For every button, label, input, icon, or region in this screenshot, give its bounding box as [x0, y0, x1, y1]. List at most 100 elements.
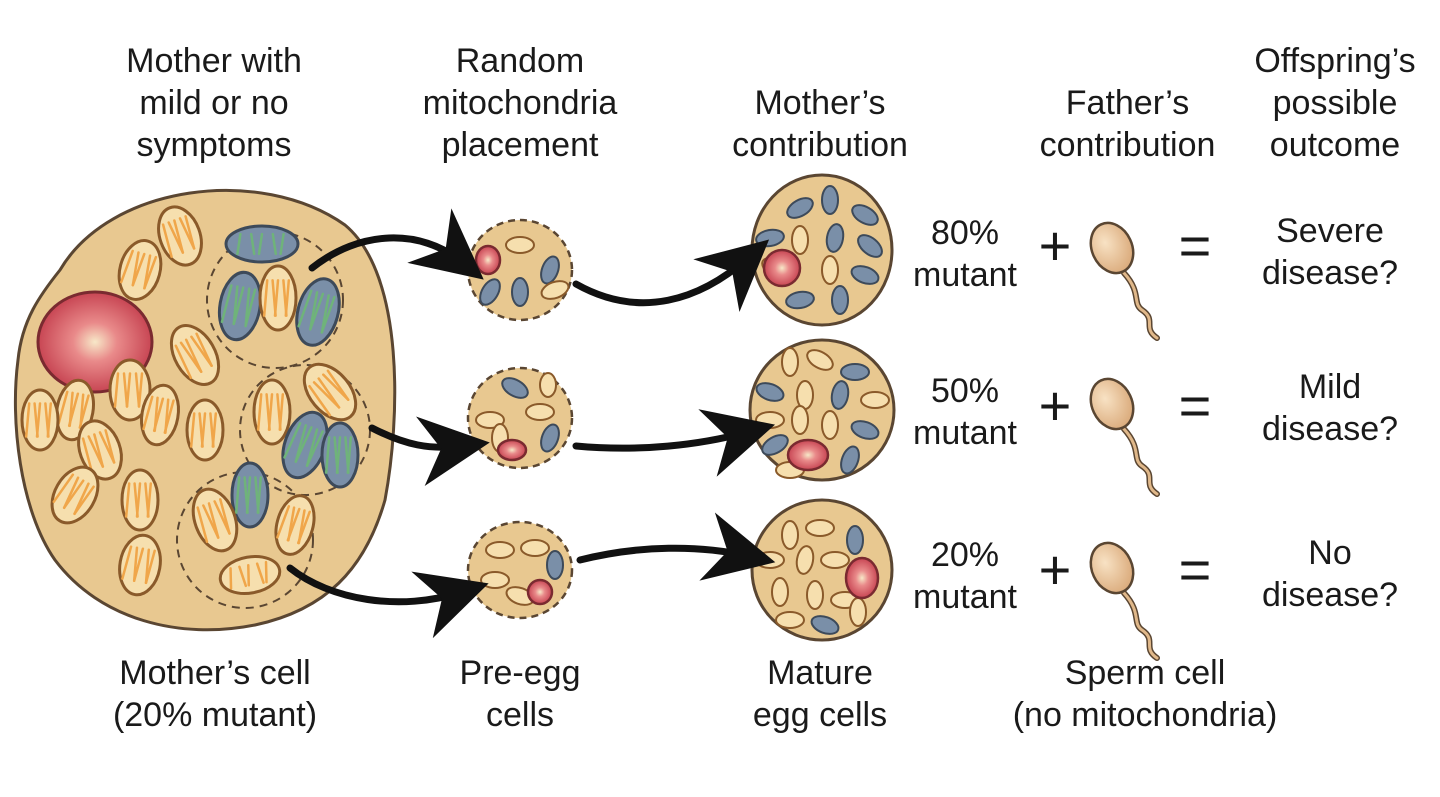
- healthy-mitochondrion: [849, 597, 867, 627]
- row-2-outcome: Mild disease?: [1261, 368, 1399, 448]
- healthy-mitochondrion: [791, 405, 809, 435]
- footer-pre-egg-cells: Pre-egg cells: [459, 654, 581, 734]
- row-1-mutant-percent: 80% mutant: [913, 214, 1017, 294]
- mutant-mitochondrion: [840, 363, 870, 381]
- healthy-mitochondrion: [755, 411, 785, 429]
- healthy-mitochondrion: [781, 347, 799, 377]
- healthy-mitochondrion: [185, 398, 225, 462]
- arrow-pre-to-mature-3: [576, 512, 776, 581]
- mutant-mitochondrion: [831, 285, 849, 315]
- healthy-mitochondrion: [485, 541, 515, 559]
- sperm-cell-2: [1089, 377, 1160, 497]
- arrow-mother-to-pre-3: [286, 564, 489, 639]
- healthy-mitochondrion: [50, 465, 100, 525]
- header-fathers-contribution: Father’s contribution: [1039, 84, 1216, 164]
- mutant-mitochondrion: [295, 277, 341, 347]
- nucleus: [474, 244, 502, 276]
- header-random-placement: Random mitochondria placement: [422, 42, 618, 164]
- mutant-mitochondrion: [851, 204, 879, 226]
- healthy-mitochondrion: [821, 255, 839, 285]
- healthy-mitochondrion: [20, 388, 60, 452]
- mutant-mitochondrion: [546, 550, 564, 580]
- arrow-pre-to-mature-2: [572, 409, 776, 477]
- mother-cell: [13, 189, 397, 632]
- mature-egg-cell-1: [750, 173, 894, 327]
- mutant-mitochondrion: [540, 255, 560, 285]
- mutant-mitochondrion: [217, 270, 263, 342]
- healthy-mitochondrion: [274, 494, 316, 556]
- healthy-mitochondrion: [252, 378, 292, 446]
- mutant-mitochondrion: [755, 382, 785, 402]
- sperm-cell-3: [1089, 541, 1160, 661]
- mutant-mitochondrion: [846, 525, 864, 555]
- healthy-mitochondrion: [520, 539, 550, 557]
- row-1-plus-sign: +: [1038, 214, 1072, 277]
- healthy-mitochondrion: [795, 545, 815, 575]
- row-1-equals-sign: =: [1178, 214, 1212, 277]
- healthy-mitochondrion: [108, 358, 152, 422]
- mutant-mitochondrion: [320, 421, 360, 489]
- mutant-mitochondrion: [830, 380, 850, 410]
- pre-egg-cell-3: [466, 520, 574, 620]
- mutant-mitochondrion: [785, 290, 815, 310]
- healthy-mitochondrion: [191, 487, 239, 553]
- healthy-mitochondrion: [805, 519, 835, 537]
- arrow-pre-to-mature-1: [572, 239, 770, 312]
- mutant-mitochondrion: [850, 265, 880, 285]
- healthy-mitochondrion: [821, 410, 839, 440]
- mutant-mitochondrion: [786, 197, 814, 219]
- mutant-mitochondrion: [230, 461, 270, 529]
- healthy-mitochondrion: [117, 239, 163, 301]
- sperm-cell-1: [1089, 221, 1160, 341]
- nucleus: [762, 248, 802, 288]
- healthy-mitochondrion: [791, 225, 809, 255]
- healthy-mitochondrion: [796, 380, 814, 410]
- mutant-mitochondrion: [825, 223, 845, 253]
- mature-egg-cell-2: [748, 338, 896, 482]
- mutant-mitochondrion: [540, 423, 560, 453]
- healthy-mitochondrion: [860, 391, 890, 409]
- healthy-mitochondrion: [157, 205, 203, 267]
- mutant-mitochondrion: [281, 410, 329, 480]
- arrow-mother-to-pre-1: [308, 208, 484, 280]
- pre-egg-cell-1: [466, 218, 574, 322]
- healthy-mitochondrion: [755, 551, 785, 569]
- mutant-mitochondrion: [479, 278, 501, 306]
- healthy-mitochondrion: [771, 577, 789, 607]
- row-1-outcome: Severe disease?: [1261, 212, 1399, 292]
- row-2-equals-sign: =: [1178, 374, 1212, 437]
- footer-mother-cell: Mother’s cell (20% mutant): [112, 654, 318, 734]
- healthy-mitochondrion: [505, 236, 535, 254]
- nucleus: [786, 438, 830, 472]
- mutant-mitochondrion: [850, 420, 880, 440]
- healthy-mitochondrion: [806, 580, 824, 610]
- header-offspring-outcome: Offspring’s possible outcome: [1254, 42, 1416, 164]
- row-3-outcome: No disease?: [1261, 534, 1399, 614]
- row-3-mutant-percent: 20% mutant: [913, 536, 1017, 616]
- mutant-mitochondrion: [857, 234, 883, 258]
- healthy-mitochondrion: [120, 468, 160, 532]
- healthy-mitochondrion: [169, 324, 221, 386]
- healthy-mitochondrion: [820, 551, 850, 569]
- mutant-mitochondrion: [501, 377, 529, 399]
- header-mother: Mother with mild or no symptoms: [126, 42, 302, 164]
- footer-mature-egg-cells: Mature egg cells: [752, 654, 888, 734]
- healthy-mitochondrion: [540, 280, 570, 300]
- mutant-mitochondrion: [810, 615, 840, 635]
- healthy-mitochondrion: [525, 403, 555, 421]
- healthy-mitochondrion: [118, 533, 162, 597]
- row-2-plus-sign: +: [1038, 374, 1072, 437]
- nucleus: [526, 578, 554, 606]
- mature-egg-cell-3: [750, 498, 894, 642]
- healthy-mitochondrion: [539, 372, 557, 398]
- healthy-mitochondrion: [218, 555, 282, 595]
- header-mothers-contribution: Mother’s contribution: [732, 84, 908, 164]
- healthy-mitochondrion: [140, 383, 180, 447]
- footer-sperm-cell: Sperm cell (no mitochondria): [1012, 654, 1278, 734]
- healthy-mitochondrion: [781, 520, 799, 550]
- mutant-mitochondrion: [840, 445, 860, 475]
- row-2-mutant-percent: 50% mutant: [913, 372, 1017, 452]
- healthy-mitochondrion: [77, 419, 123, 481]
